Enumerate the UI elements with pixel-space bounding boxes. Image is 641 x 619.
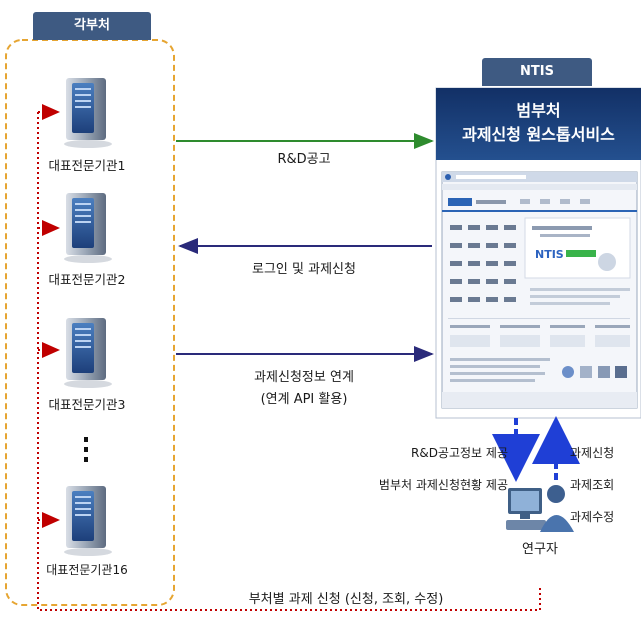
bottom-flow-label: 부처별 과제 신청 (신청, 조회, 수정): [248, 592, 444, 607]
server-icon: [64, 193, 112, 263]
researcher-to-ministry-dotted-line: [37, 104, 541, 611]
researcher-action-label: 과제신청: [570, 446, 615, 460]
ntis-provide-label-1: R&D공고정보 제공: [411, 446, 508, 460]
ellipsis-dots: [84, 437, 88, 462]
ntis-title-line2: 과제신청 원스톱서비스: [462, 125, 615, 144]
ntis-title-line1: 범부처: [516, 101, 561, 120]
researcher-action-label: 과제조회: [570, 478, 615, 492]
ntis-title-bar: [436, 88, 641, 160]
researcher-icon: [506, 485, 574, 532]
server-icon: [64, 318, 112, 388]
rnd-notice-label: R&D공고: [277, 152, 331, 167]
server-icon: [64, 486, 112, 556]
ntis-provide-label-2: 범부처 과제신청현황 제공: [378, 478, 508, 492]
server-label: 대표전문기관2: [48, 272, 126, 287]
server-label: 대표전문기관16: [46, 563, 128, 577]
ministries-tab: 각부처: [33, 12, 151, 40]
apply-info-label: 과제신청정보 연계: [254, 370, 354, 385]
server-icon: [64, 78, 112, 148]
researcher-label: 연구자: [522, 542, 558, 557]
ntis-tab: NTIS: [482, 58, 592, 86]
apply-info-sublabel: (연계 API 활용): [260, 392, 348, 407]
ntis-screenshot-logo: NTIS: [535, 248, 564, 261]
server-label: 대표전문기관3: [48, 397, 126, 412]
ntis-website-screenshot: NTIS: [441, 171, 638, 409]
login-apply-label: 로그인 및 과제신청: [252, 262, 356, 277]
server-label: 대표전문기관1: [48, 158, 126, 173]
researcher-action-label: 과제수정: [570, 510, 615, 524]
